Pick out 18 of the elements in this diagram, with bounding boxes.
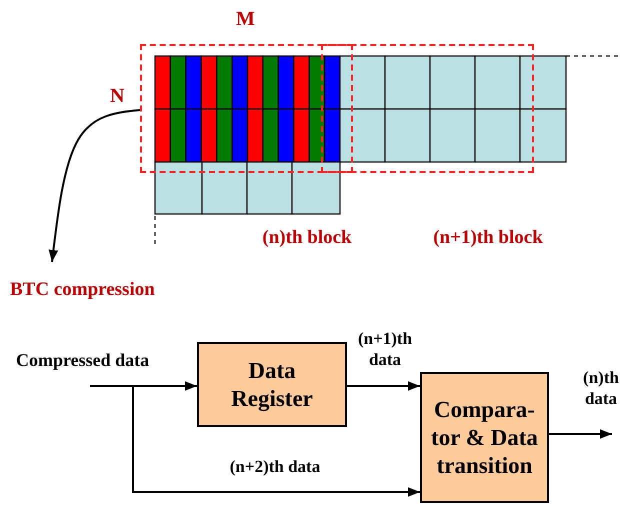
edge-label: (n+1)th data (356, 328, 414, 370)
arrow (549, 429, 612, 439)
block-label: (n)th block (261, 227, 353, 249)
arrow (90, 381, 197, 391)
arrow (132, 386, 420, 497)
process-box (197, 342, 347, 427)
box-label: Compara-tor & Data transition (430, 396, 539, 480)
edge-label: (n)th data (582, 367, 620, 409)
dimension-label: M (236, 9, 255, 30)
edge-label: (n+2)th data (228, 456, 322, 477)
process-box (420, 372, 549, 503)
arrow (347, 381, 420, 391)
block-label: (n+1)th block (432, 227, 544, 249)
dimension-label: N (110, 86, 124, 107)
text-label: Compressed data (16, 350, 150, 371)
text-label: BTC compression (10, 279, 156, 301)
box-label: Data Register (230, 356, 314, 412)
arrow (48, 109, 140, 262)
